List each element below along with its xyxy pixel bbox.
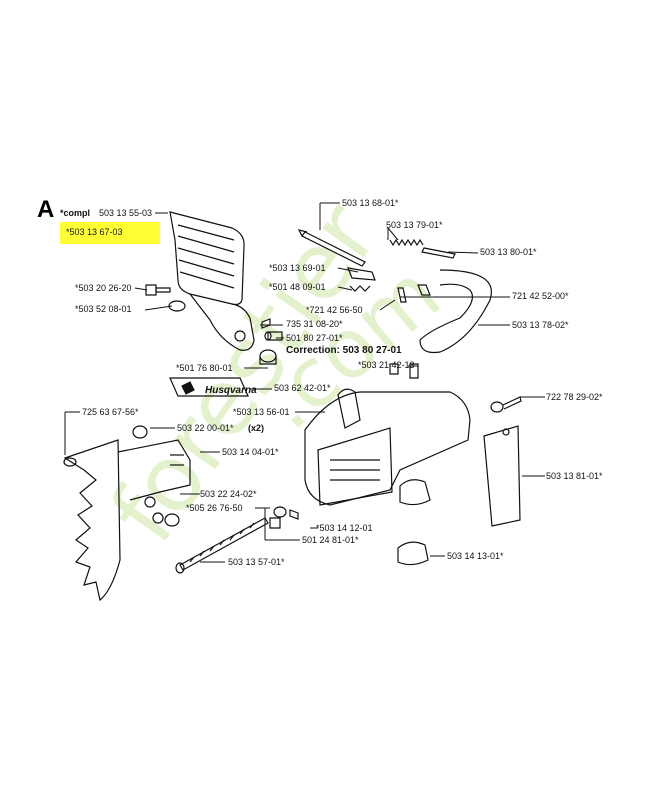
part-label: 503 13 81-01*	[546, 471, 603, 481]
part-label: 503 13 57-01*	[228, 557, 285, 567]
part-label: 503 62 42-01*	[274, 383, 331, 393]
highlight-box	[60, 222, 160, 244]
part-label: 735 31 08-20*	[286, 319, 343, 329]
part-label: 503 13 79-01*	[386, 220, 443, 230]
part-label: 722 78 29-02*	[546, 392, 603, 402]
part-label: *503 21 42-13	[358, 360, 415, 370]
husqvarna-logo: Husqvarna	[205, 385, 257, 396]
quantity-note: (x2)	[248, 423, 265, 433]
compl-label: *compl	[60, 208, 91, 218]
part-label: 503 13 55-03	[99, 208, 153, 218]
part-label: 503 22 00-01*	[177, 423, 234, 433]
highlighted-part-label: *503 13 67-03	[66, 227, 123, 237]
part-label: *503 13 69-01	[269, 263, 326, 273]
part-label: 721 42 52-00*	[512, 291, 569, 301]
part-label: *501 76 80-01	[176, 363, 233, 373]
part-label: *501 48 09-01	[269, 282, 326, 292]
part-label: 501 80 27-01*	[286, 333, 343, 343]
part-label: 503 14 04-01*	[222, 447, 279, 457]
section-letter: A	[37, 196, 55, 223]
part-label: *721 42 56-50	[306, 305, 363, 315]
part-label: 503 14 13-01*	[447, 551, 504, 561]
part-label: 725 63 67-56*	[82, 407, 139, 417]
part-label: 503 22 24-02*	[200, 489, 257, 499]
part-label: 503 13 80-01*	[480, 247, 537, 257]
part-label: 501 24 81-01*	[302, 535, 359, 545]
part-label: *503 14 12-01	[316, 523, 373, 533]
part-label: *503 20 26-20	[75, 283, 132, 293]
part-label: *503 52 08-01	[75, 304, 132, 314]
part-label: 503 13 68-01*	[342, 198, 399, 208]
part-label: *503 13 56-01	[233, 407, 290, 417]
part-label: *505 26 76-50	[186, 503, 243, 513]
correction-note: Correction: 503 80 27-01	[286, 345, 402, 356]
part-label: 503 13 78-02*	[512, 320, 569, 330]
